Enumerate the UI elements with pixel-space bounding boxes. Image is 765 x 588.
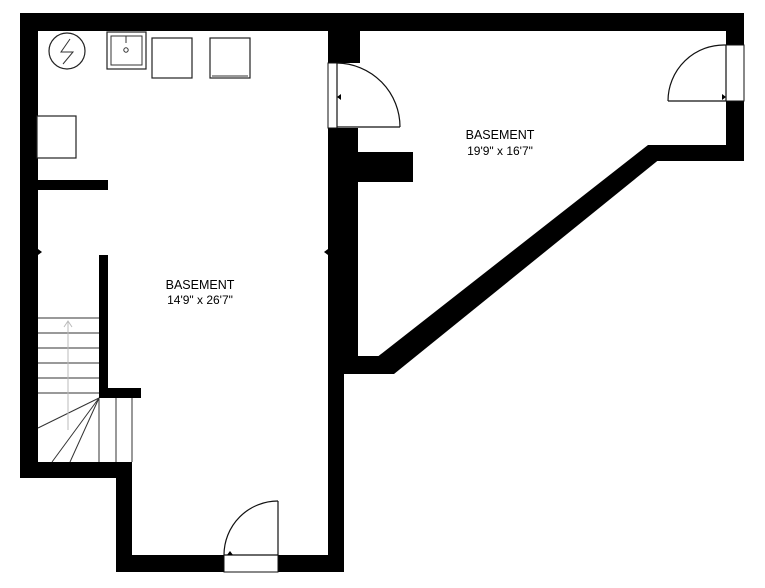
room-name-right: BASEMENT: [466, 128, 535, 142]
wall-right-upper: [726, 13, 744, 45]
room-name-left: BASEMENT: [166, 278, 235, 292]
wall-central-stub: [355, 152, 413, 182]
electrical-panel: [48, 32, 86, 70]
walls: [20, 13, 744, 572]
room-dimensions-left: 14'9" x 26'7": [167, 293, 233, 307]
wall-bottom-right-room: [340, 356, 394, 374]
wall-lower-left: [116, 462, 132, 572]
door-bottom-exterior: [223, 500, 279, 573]
door-left-to-right-room: [327, 62, 401, 129]
wall-right-ledge: [648, 145, 744, 161]
dryer-icon: [209, 37, 251, 79]
wall-bottom-left-step: [20, 462, 132, 478]
wall-top-right-room: [340, 13, 744, 31]
laundry-sink: [106, 31, 147, 70]
washer-icon: [151, 37, 193, 79]
storage-cabinet: [36, 115, 77, 159]
wall-bottom-right: [278, 555, 344, 572]
partition-left: [36, 180, 108, 190]
stair-landing-wall: [99, 388, 141, 398]
wall-top-left-room: [20, 13, 360, 31]
electrical-panel-icon: [48, 32, 86, 70]
room-dimensions-right: 19'9" x 16'7": [467, 144, 533, 158]
wall-markers: [38, 27, 726, 555]
wall-left: [20, 13, 38, 478]
wall-central-lower: [328, 340, 344, 572]
wall-diagonal: [376, 145, 661, 374]
stair-rail-wall: [99, 255, 108, 398]
staircase: [37, 317, 133, 463]
wall-central: [328, 128, 358, 360]
door-right-room-exterior: [667, 44, 745, 102]
stair-direction-arrow-icon: [63, 320, 73, 430]
wall-bottom-left: [116, 555, 224, 572]
